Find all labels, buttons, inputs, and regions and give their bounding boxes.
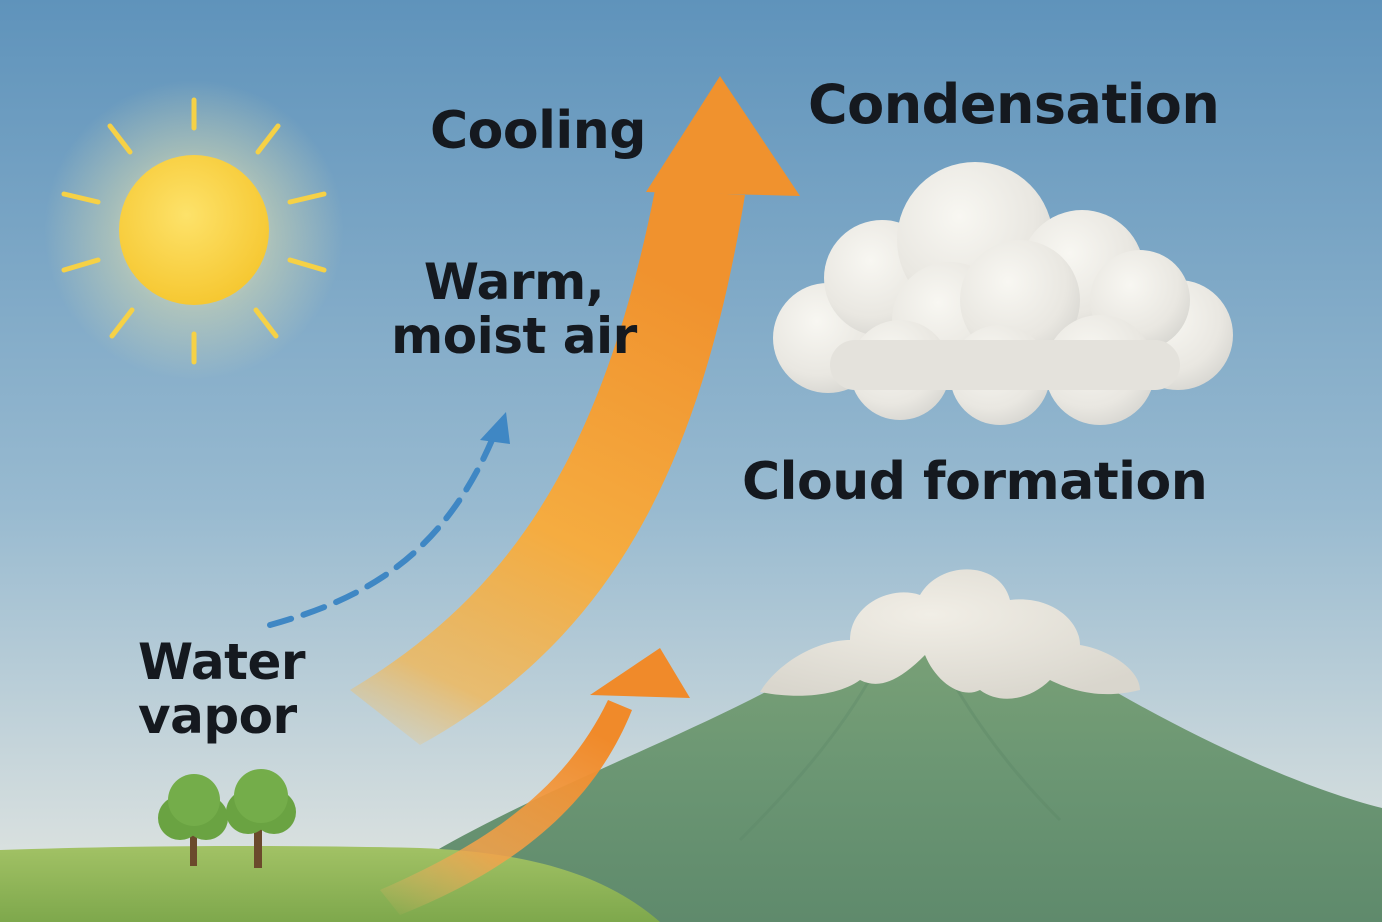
cloud-icon [773, 162, 1233, 425]
label-water-vapor: Water vapor [138, 633, 306, 745]
label-vapor-line: vapor [138, 687, 297, 745]
label-condensation: Condensation [808, 73, 1220, 136]
sun-icon [44, 80, 344, 380]
label-warm-line: Warm, [423, 253, 605, 311]
tree-icon [226, 769, 296, 868]
label-warm-moist-air: Warm, moist air [384, 255, 644, 363]
label-water-line: Water [138, 633, 306, 691]
rising-air-arrow [350, 76, 800, 745]
mountain-cloud-cap [760, 569, 1140, 699]
label-cooling: Cooling [430, 101, 647, 161]
slope-rising-air-arrow [380, 648, 690, 915]
label-moist-air-line: moist air [391, 307, 637, 365]
water-vapor-arrow [267, 412, 510, 628]
label-cloud-formation: Cloud formation [742, 452, 1208, 512]
tree-icon [158, 774, 228, 866]
